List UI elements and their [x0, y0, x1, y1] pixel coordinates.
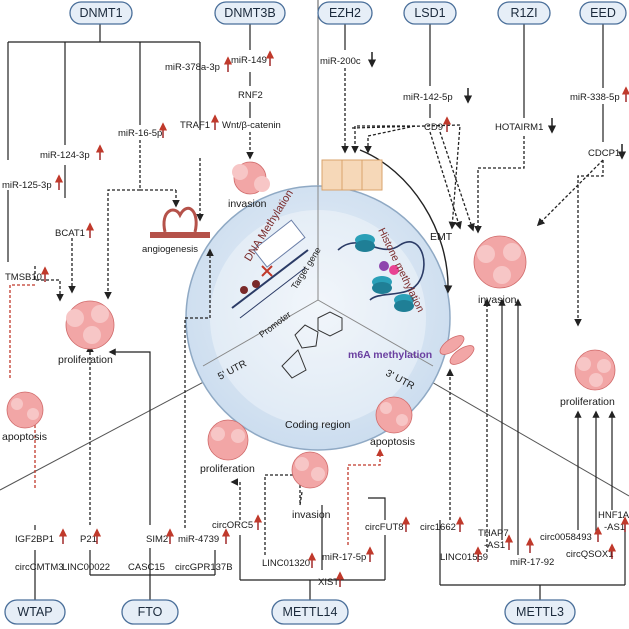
emt-arrow: [359, 149, 453, 294]
label-thap7-line2: -AS1: [484, 540, 505, 551]
outcome-invasion-right: invasion: [478, 294, 517, 306]
label-hnf1a-line2: -AS1: [604, 522, 625, 533]
label-traf1: TRAF1: [180, 120, 210, 131]
label-mir-4739: miR-4739: [178, 534, 219, 545]
outcome-angiogenesis: angiogenesis: [142, 244, 198, 255]
pill-label: FTO: [138, 605, 163, 619]
center-circle: [185, 185, 451, 451]
outcome-invasion-bottom: invasion: [292, 509, 331, 521]
label-cdcp1: CDCP1: [588, 148, 620, 159]
label-circorc5: circORC5: [212, 520, 253, 531]
dnmt1-tree: [7, 23, 204, 302]
pill-label: DNMT1: [79, 6, 122, 20]
label-xist: XIST: [318, 577, 339, 588]
cells-angiogenesis: [150, 207, 210, 238]
label-mir-17-5p: miR-17-5p: [322, 552, 366, 563]
label-circ0058493: circ0058493: [540, 532, 592, 543]
divider-right: [403, 365, 629, 497]
cells-proliferation-bottom: [207, 419, 249, 461]
pill-lsd1[interactable]: LSD1: [403, 1, 457, 25]
pill-fto[interactable]: FTO: [121, 599, 179, 625]
label-mir-17-92: miR-17-92: [510, 557, 554, 568]
outcome-invasion-top: invasion: [228, 198, 267, 210]
center-m6a: m6A methylation: [348, 349, 432, 361]
label-linc01559: LINC01559: [440, 552, 488, 563]
label-circgpr137b: circGPR137B: [175, 562, 233, 573]
outcome-proliferation-right: proliferation: [560, 396, 615, 408]
label-hnf1a-line1: HNF1A: [598, 510, 629, 521]
label-thap7-line1: THAP7: [478, 528, 509, 539]
mettl3-tree: [439, 298, 626, 600]
label-hotairm1: HOTAIRM1: [495, 122, 543, 133]
outcome-apoptosis-bottom: apoptosis: [370, 436, 415, 448]
label-rnf2: RNF2: [238, 90, 263, 101]
label-wnt: Wnt/β-catenin: [222, 120, 281, 131]
label-mir-149: miR-149: [231, 55, 267, 66]
cells-emt: [439, 335, 475, 365]
pill-r1zi[interactable]: R1ZI: [497, 1, 551, 25]
pill-mettl14[interactable]: METTL14: [271, 599, 349, 625]
cells-invasion-top: [232, 161, 270, 195]
label-sim2: SIM2: [146, 534, 168, 545]
center-coding: Coding region: [285, 419, 351, 431]
label-p21: P21: [80, 534, 97, 545]
pill-label: EED: [590, 6, 616, 20]
cells-proliferation-left: [65, 300, 115, 350]
top-right-trees: [341, 23, 604, 327]
label-tmsb10: TMSB10: [5, 272, 42, 283]
label-circ1662: circ1662: [420, 522, 456, 533]
pill-label: METTL3: [516, 605, 564, 619]
label-mir-125: miR-125-3p: [2, 180, 52, 191]
regulation-arrows: [40, 50, 629, 587]
pill-label: R1ZI: [510, 6, 537, 20]
label-circqsox1: circQSOX1: [566, 549, 614, 560]
label-casc15: CASC15: [128, 562, 165, 573]
pill-label: WTAP: [17, 605, 52, 619]
pill-ezh2[interactable]: EZH2: [317, 1, 373, 25]
pill-label: METTL14: [283, 605, 338, 619]
pill-label: EZH2: [329, 6, 361, 20]
bottom-left-trees: [9, 248, 216, 600]
cells-apoptosis-bottom: [375, 396, 413, 434]
pill-dnmt3b[interactable]: DNMT3B: [214, 1, 286, 25]
pill-label: LSD1: [414, 6, 445, 20]
cells-invasion-bottom: [291, 451, 329, 489]
pill-wtap[interactable]: WTAP: [4, 599, 66, 625]
label-igf2bp1: IGF2BP1: [15, 534, 54, 545]
label-cd9: CD9: [424, 122, 443, 133]
label-mir-378a: miR-378a-3p: [165, 62, 220, 73]
label-linc00022: LINC00022: [62, 562, 110, 573]
cells-epithelium: [321, 159, 383, 191]
divider-left: [0, 367, 231, 491]
label-circfut8: circFUT8: [365, 522, 404, 533]
cells-apoptosis-left: [6, 391, 44, 429]
label-mir-338: miR-338-5p: [570, 92, 620, 103]
pill-mettl3[interactable]: METTL3: [504, 599, 576, 625]
center-emt: EMT: [430, 231, 453, 243]
outcome-proliferation-left: proliferation: [58, 354, 113, 366]
cells-proliferation-right: [574, 349, 616, 391]
label-mir-16: miR-16-5p: [118, 128, 162, 139]
cells-invasion-right: [473, 235, 527, 289]
label-mir-124: miR-124-3p: [40, 150, 90, 161]
label-mir-142: miR-142-5p: [403, 92, 453, 103]
mettl14-tree: [230, 448, 386, 600]
pill-dnmt1[interactable]: DNMT1: [69, 1, 133, 25]
pill-eed[interactable]: EED: [579, 1, 627, 25]
label-bcat1: BCAT1: [55, 228, 85, 239]
outcome-proliferation-bottom: proliferation: [200, 463, 255, 475]
outcome-apoptosis-left: apoptosis: [2, 431, 47, 443]
label-linc01320: LINC01320: [262, 558, 310, 569]
pill-label: DNMT3B: [224, 6, 275, 20]
label-circcmtm3: circCMTM3: [15, 562, 64, 573]
label-mir-200c: miR-200c: [320, 56, 361, 67]
